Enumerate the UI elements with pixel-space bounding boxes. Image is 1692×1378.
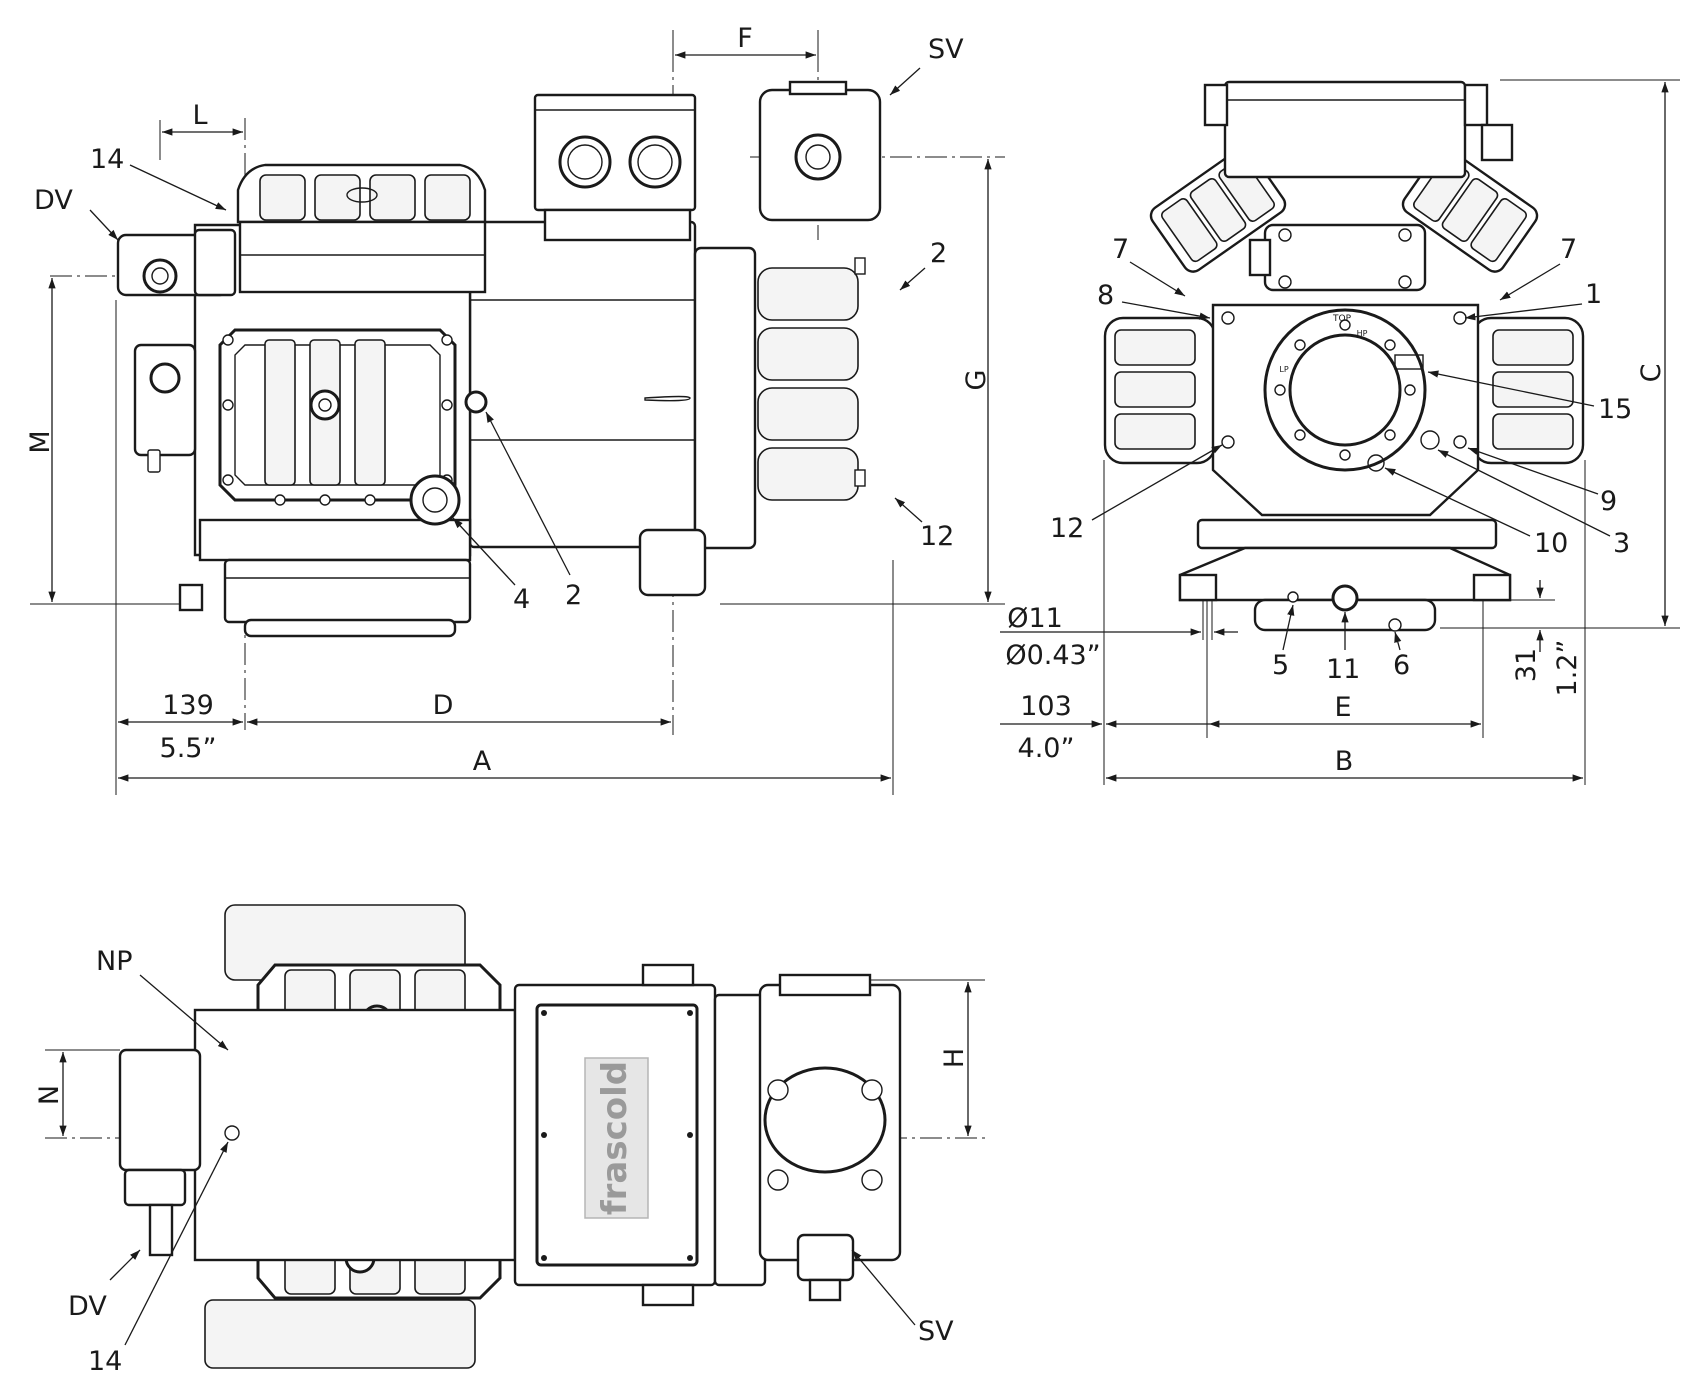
callout-np: NP: [96, 946, 132, 977]
callout-1: 1: [1585, 279, 1602, 310]
callout-4: 4: [513, 584, 530, 615]
dim-c-label: C: [1636, 364, 1667, 383]
callout-14-top: 14: [88, 1346, 122, 1377]
callout-6: 6: [1393, 650, 1410, 681]
callout-8: 8: [1097, 280, 1114, 311]
dim-b-label: B: [1335, 746, 1354, 777]
callout-12-front: 12: [1050, 513, 1084, 544]
dim-103-mm: 103: [1020, 691, 1072, 722]
oil-sump: [223, 558, 472, 624]
top-view: frascold H N NP DV 14 SV: [34, 904, 985, 1377]
callout-dv-top: DV: [68, 1291, 107, 1322]
callout-11: 11: [1326, 654, 1360, 685]
plug-port: [464, 390, 488, 414]
plate-mark-top: TOP: [1332, 314, 1352, 324]
dim-31-mm: 31: [1511, 648, 1542, 682]
motor-housing: [468, 220, 697, 549]
dim-d-label: D: [433, 690, 454, 721]
dim-139-mm: 139: [162, 690, 214, 721]
callout-dv: DV: [34, 185, 73, 216]
front-view: TOP HP LP C 31 1.2” Ø11 Ø0.43”: [1000, 79, 1680, 785]
callout-2-bottom: 2: [565, 580, 582, 611]
callout-sv: SV: [928, 34, 964, 65]
motor-end-cover: [693, 246, 757, 550]
oil-pump-housing: [133, 343, 197, 457]
dim-h-label: H: [939, 1048, 970, 1068]
dim-l-label: L: [192, 100, 207, 131]
callout-3: 3: [1613, 528, 1630, 559]
callout-14: 14: [90, 144, 124, 175]
dim-31-in: 1.2”: [1552, 640, 1583, 697]
callout-7-left: 7: [1112, 234, 1129, 265]
brand-logo: frascold: [595, 1061, 635, 1215]
callout-10: 10: [1534, 528, 1568, 559]
dim-e-label: E: [1334, 692, 1351, 723]
plate-mark-hp: HP: [1357, 329, 1368, 338]
top-discharge-valve: [118, 1048, 202, 1172]
dim-103-in: 4.0”: [1018, 733, 1075, 764]
front-terminal-box: [1223, 80, 1467, 179]
callout-7-right: 7: [1560, 234, 1577, 265]
dim-f-label: F: [737, 23, 753, 54]
callout-5: 5: [1272, 650, 1289, 681]
dim-n-label: N: [34, 1085, 65, 1105]
callout-9: 9: [1600, 486, 1617, 517]
plate-mark-lp: LP: [1279, 365, 1288, 374]
side-view: F L M G 139 5.5” D A SV DV 14 2 2: [25, 23, 1005, 795]
dim-a-label: A: [473, 746, 492, 777]
motor-foot: [638, 528, 707, 597]
dim-m-label: M: [25, 430, 56, 453]
dim-139-in: 5.5”: [160, 733, 217, 764]
callout-15: 15: [1598, 394, 1632, 425]
dim-g-label: G: [961, 370, 992, 391]
callout-12: 12: [920, 521, 954, 552]
dim-hole-mm: Ø11: [1007, 603, 1063, 634]
oil-sight-glass: [409, 474, 461, 526]
top-suction-valve: [796, 1233, 855, 1282]
brand-plate: [584, 1057, 649, 1219]
dim-hole-in: Ø0.43”: [1005, 640, 1100, 671]
callout-2-top: 2: [930, 238, 947, 269]
callout-sv-top: SV: [918, 1316, 954, 1347]
